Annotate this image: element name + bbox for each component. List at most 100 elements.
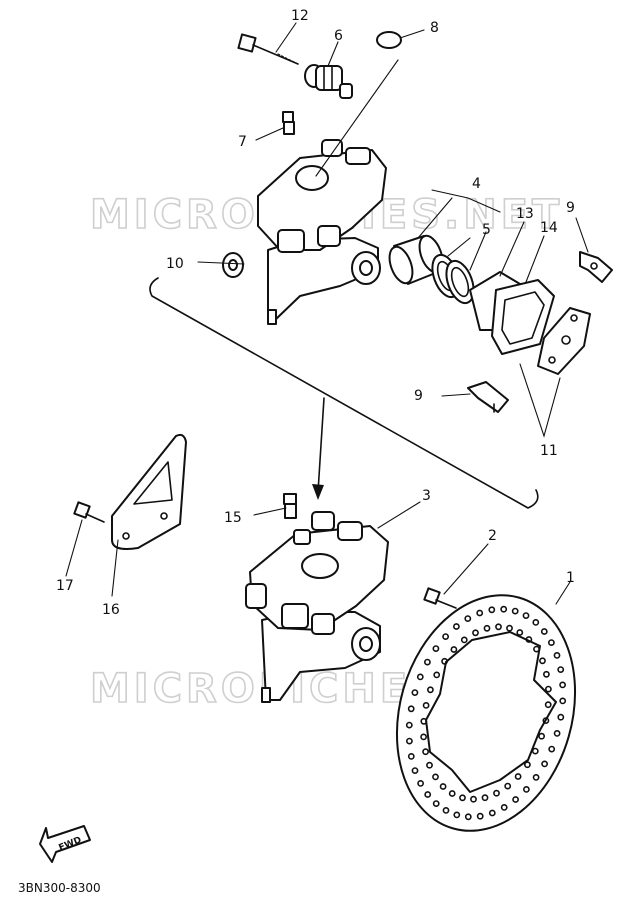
disc-hole [453, 811, 461, 819]
pad-clip-9-upper [579, 251, 613, 283]
disc-hole [532, 619, 540, 626]
disc-hole [441, 657, 448, 665]
exploded-view-boundary [149, 277, 539, 509]
callout-17: 17 [56, 578, 74, 594]
disc-hole [511, 607, 519, 615]
seals-5 [431, 253, 475, 305]
callout-14: 14 [540, 220, 558, 236]
callout-8: 8 [430, 20, 439, 36]
disc-hole [495, 623, 502, 631]
disc-hole [504, 782, 512, 790]
leader-lines [65, 22, 589, 605]
cap-8 [376, 31, 402, 49]
disc-hole [476, 609, 484, 617]
disc-hole [538, 732, 545, 740]
caliper-body-exploded [257, 139, 387, 325]
disc-hole [432, 800, 440, 807]
disc-hole [459, 794, 466, 802]
disc-hole [472, 629, 479, 637]
disc-hole [553, 652, 561, 659]
disc-hole [464, 813, 472, 821]
disc-hole [540, 628, 548, 635]
pads-14 [491, 279, 555, 355]
diagram-code: 3BN300-8300 [18, 881, 101, 895]
disc-hole [422, 748, 429, 756]
forward-indicator: FWD [39, 825, 91, 863]
disc-hole [442, 807, 450, 814]
callout-5: 5 [482, 222, 491, 238]
disc-hole [532, 774, 540, 781]
disc-hole [488, 809, 496, 817]
callout-16: 16 [102, 602, 120, 618]
callout-9-upper: 9 [566, 200, 575, 216]
callout-4: 4 [472, 176, 481, 192]
disc-hole [432, 645, 440, 652]
bolt-17 [73, 501, 105, 523]
callout-15: 15 [224, 510, 242, 526]
disc-hole [483, 624, 491, 632]
disc-vent-holes [405, 605, 567, 821]
brake-disc-1 [395, 594, 577, 832]
disc-hole [420, 717, 428, 725]
bolt-12 [237, 33, 299, 65]
disc-hole [514, 773, 522, 780]
caliper-body-assembled [245, 511, 389, 703]
bolt-2 [423, 587, 457, 609]
disc-hole [411, 767, 419, 774]
pad-clip-9-lower [467, 381, 509, 413]
disc-hole [500, 804, 508, 811]
disc-hole [405, 721, 413, 729]
disc-hole [548, 639, 555, 646]
disc-hole [523, 786, 530, 793]
disc-hole [557, 666, 565, 673]
callout-6: 6 [334, 28, 343, 44]
disc-hole [426, 761, 433, 769]
bleed-screw-7 [282, 111, 295, 135]
disc-hole [476, 812, 484, 820]
disc-hole [542, 717, 550, 724]
disc-hole [417, 780, 424, 787]
disc-hole [543, 670, 550, 678]
disc-hole [539, 657, 546, 665]
disc-hole [493, 789, 500, 797]
disc-hole [522, 612, 530, 619]
disc-hole [559, 681, 566, 689]
callout-1: 1 [566, 570, 575, 586]
assembly-arrow [317, 397, 325, 493]
disc-hole [531, 747, 539, 755]
callout-10: 10 [166, 256, 184, 272]
disc-hole [481, 794, 489, 802]
disc-hole [553, 730, 561, 737]
disc-hole [525, 636, 533, 643]
disc-hole [512, 796, 519, 803]
disc-hole [541, 760, 548, 768]
disc-hole [432, 773, 439, 781]
disc-hole [423, 658, 431, 666]
bleed-screw-15 [283, 493, 297, 519]
disc-hole [411, 689, 419, 696]
disc-hole [470, 795, 477, 803]
disc-hole [559, 697, 567, 705]
callout-11: 11 [540, 443, 558, 459]
disc-hole [452, 623, 460, 630]
callout-13: 13 [516, 206, 534, 222]
disc-hole [433, 671, 441, 679]
guard-plate-16 [111, 433, 187, 550]
disc-hole [416, 673, 424, 681]
assembly-arrowhead [312, 484, 324, 500]
grommet-10 [222, 252, 244, 278]
disc-hole [442, 633, 449, 640]
disc-hole [464, 615, 472, 622]
disc-hole [545, 685, 552, 693]
disc-hole [524, 761, 531, 769]
disc-hole [439, 783, 447, 790]
disc-hole [426, 686, 434, 694]
disc-hole [460, 636, 468, 644]
disc-hole [422, 702, 430, 709]
disc-hole [420, 733, 427, 741]
disc-hole [500, 605, 508, 613]
callout-2: 2 [488, 528, 497, 544]
disc-hole [448, 790, 456, 797]
disc-hole [557, 713, 565, 721]
